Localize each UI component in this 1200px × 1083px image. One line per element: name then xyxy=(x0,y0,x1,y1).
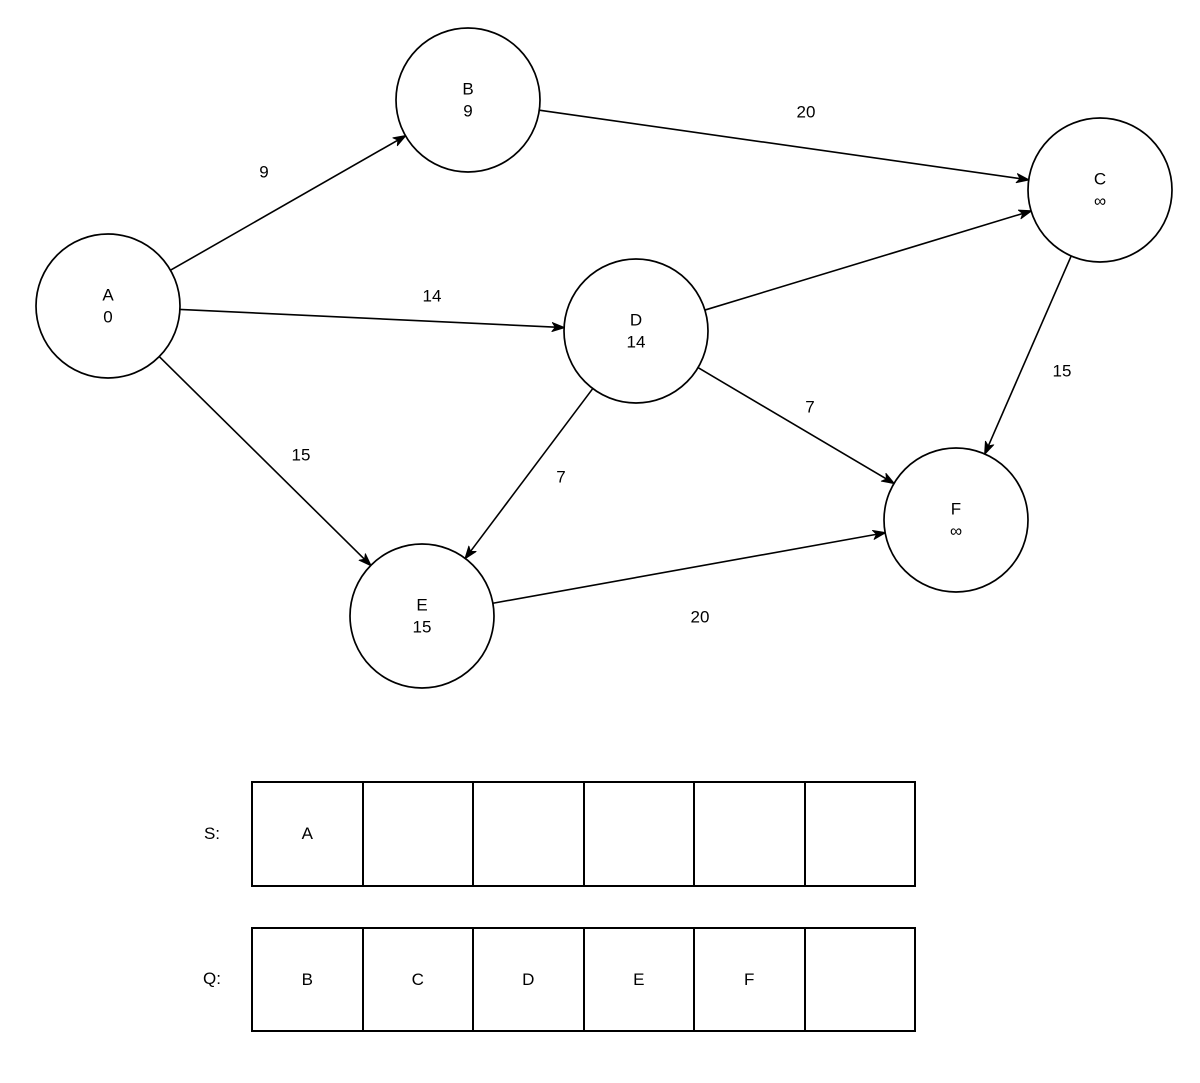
edge-weight-E-F: 20 xyxy=(691,608,710,627)
set-s-cell-3 xyxy=(583,782,694,886)
node-B: B9 xyxy=(395,27,541,173)
node-E-circle xyxy=(349,543,495,689)
node-B-circle xyxy=(395,27,541,173)
set-q-label: Q: xyxy=(203,969,221,988)
set-q-cell-4: F xyxy=(694,928,805,1031)
edge-weight-D-E: 7 xyxy=(556,468,565,487)
set-q-cell-0: B xyxy=(252,928,363,1031)
node-F: F∞ xyxy=(883,447,1029,593)
edge-C-F xyxy=(984,255,1072,455)
edge-weight-A-E: 15 xyxy=(292,446,311,465)
node-F-label: F xyxy=(951,500,961,519)
edge-A-E xyxy=(158,356,372,567)
set-q-cell-3: E xyxy=(583,928,694,1031)
set-s-cell-2 xyxy=(473,782,584,886)
node-B-label: B xyxy=(462,80,473,99)
set-q-cell-5 xyxy=(804,928,915,1031)
node-C-circle xyxy=(1027,117,1173,263)
edge-weight-A-B: 9 xyxy=(259,163,268,182)
node-E-distance: 15 xyxy=(413,618,432,637)
node-A: A0 xyxy=(35,233,181,379)
set-s-cell-5 xyxy=(804,782,915,886)
edge-D-C xyxy=(704,209,1033,311)
set-s-cells: A xyxy=(251,781,916,887)
node-A-distance: 0 xyxy=(103,308,112,327)
set-q-cell-1: C xyxy=(362,928,473,1031)
edge-D-E xyxy=(464,388,594,560)
node-C: C∞ xyxy=(1027,117,1173,263)
node-A-label: A xyxy=(102,286,114,305)
set-q-cell-2: D xyxy=(473,928,584,1031)
node-D-circle xyxy=(563,258,709,404)
node-C-label: C xyxy=(1094,170,1106,189)
edge-E-F xyxy=(492,529,887,605)
node-D-distance: 14 xyxy=(627,333,646,352)
edge-weight-A-D: 14 xyxy=(423,287,442,306)
set-s-cell-4 xyxy=(694,782,805,886)
edge-A-B xyxy=(170,135,407,271)
node-E: E 15 xyxy=(349,543,495,689)
edge-A-D xyxy=(179,308,566,333)
edge-weight-B-C: 20 xyxy=(797,103,816,122)
edge-B-C xyxy=(539,109,1030,184)
set-s-label: S: xyxy=(203,824,221,843)
edge-weight-C-F: 15 xyxy=(1053,362,1072,381)
set-s-cell-0: A xyxy=(252,782,363,886)
node-F-circle xyxy=(883,447,1029,593)
node-A-circle xyxy=(35,233,181,379)
edge-weight-D-F: 7 xyxy=(805,398,814,417)
node-E-label: E xyxy=(416,596,427,615)
node-B-distance: 9 xyxy=(463,102,472,121)
node-C-distance: ∞ xyxy=(1094,192,1106,211)
node-F-distance: ∞ xyxy=(950,522,962,541)
edge-D-F xyxy=(697,366,895,485)
set-s-cell-1 xyxy=(362,782,473,886)
node-D: D 14 xyxy=(563,258,709,404)
node-D-label: D xyxy=(630,311,642,330)
